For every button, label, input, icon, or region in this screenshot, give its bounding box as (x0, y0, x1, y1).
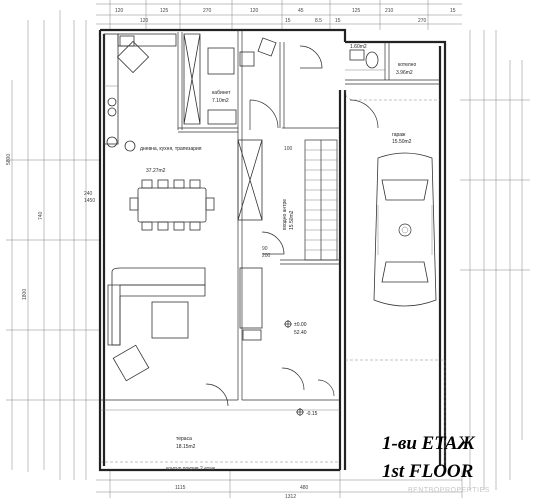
dim-bottom-2: 480 (300, 485, 309, 491)
room-living-name: дневна, кухня, трапезария (140, 146, 202, 152)
dim-left-5: 1800 (22, 289, 28, 300)
room-terrace-area: 18.15m2 (176, 444, 196, 450)
doors (205, 45, 379, 407)
annotation-100: 100 (284, 146, 293, 152)
room-garage-area: 15.50m2 (392, 139, 412, 145)
kitchen-counter (103, 33, 177, 152)
top-dimension-lines (96, 0, 462, 30)
dim-bottom-3: 1312 (285, 494, 296, 500)
dim-top-2: 120 (140, 18, 149, 24)
dim-top-11: 210 (385, 8, 394, 14)
room-boiler-area: 3.96m2 (396, 70, 413, 76)
roof-outline-note: контур покрив 2 етаж (166, 466, 216, 472)
dim-left-3: 1450 (84, 198, 95, 204)
chimney-column (237, 139, 263, 221)
dim-top-4: 270 (203, 8, 212, 14)
floor-title-bg: 1-ви ЕТАЖ (382, 433, 475, 454)
floor-title-en: 1st FLOOR (382, 461, 473, 482)
annotation-90: 90 (262, 246, 268, 252)
room-study-name: кабинет (212, 90, 231, 96)
annotation-200: 200 (262, 253, 271, 259)
room-garage-name: гараж (392, 132, 406, 138)
dining-table (129, 179, 215, 231)
dim-bottom-1: 1115 (175, 485, 186, 491)
dim-top-6: 15 (285, 18, 291, 24)
dim-top-12: 270 (418, 18, 427, 24)
room-hall-name: входно антре (282, 199, 288, 230)
dim-left-1: 5800 (6, 154, 12, 165)
staircase (304, 139, 338, 261)
room-living-area: 37.27m2 (146, 168, 166, 174)
dim-top-13: 15 (450, 8, 456, 14)
left-dimension-lines (6, 10, 100, 480)
level-markers (284, 223, 412, 416)
level-main-absolute: 52.40 (294, 330, 307, 336)
dim-left-2: 240 (84, 191, 93, 197)
right-dimension-lines (460, 30, 530, 490)
living-furniture (107, 267, 263, 382)
room-study-area: 7.10m2 (212, 98, 229, 104)
room-terrace-name: тераса (176, 436, 192, 442)
dim-top-7: 45 (298, 8, 304, 14)
dim-top-1: 120 (115, 8, 124, 14)
room-boiler-name: котелно (398, 62, 416, 68)
room-wc-area: 1.60m2 (350, 44, 367, 50)
dim-top-8: 8.5 (315, 18, 322, 24)
bottom-dimension-lines (96, 470, 463, 498)
interior-walls (100, 30, 440, 401)
room-hall-area: 15.50m2 (289, 210, 295, 230)
car (373, 152, 437, 307)
exterior-walls (98, 28, 447, 472)
study-furniture (183, 33, 277, 125)
dim-top-3: 125 (160, 8, 169, 14)
level-lower: -0.15 (306, 411, 318, 417)
level-main: ±0.00 (294, 322, 307, 328)
wc-fixtures (345, 49, 385, 71)
dim-top-10: 125 (352, 8, 361, 14)
watermark: BENTBOPROPERTIES (408, 487, 490, 494)
dim-left-4: 740 (38, 211, 44, 220)
dim-top-9: 15 (335, 18, 341, 24)
dim-top-5: 120 (250, 8, 259, 14)
